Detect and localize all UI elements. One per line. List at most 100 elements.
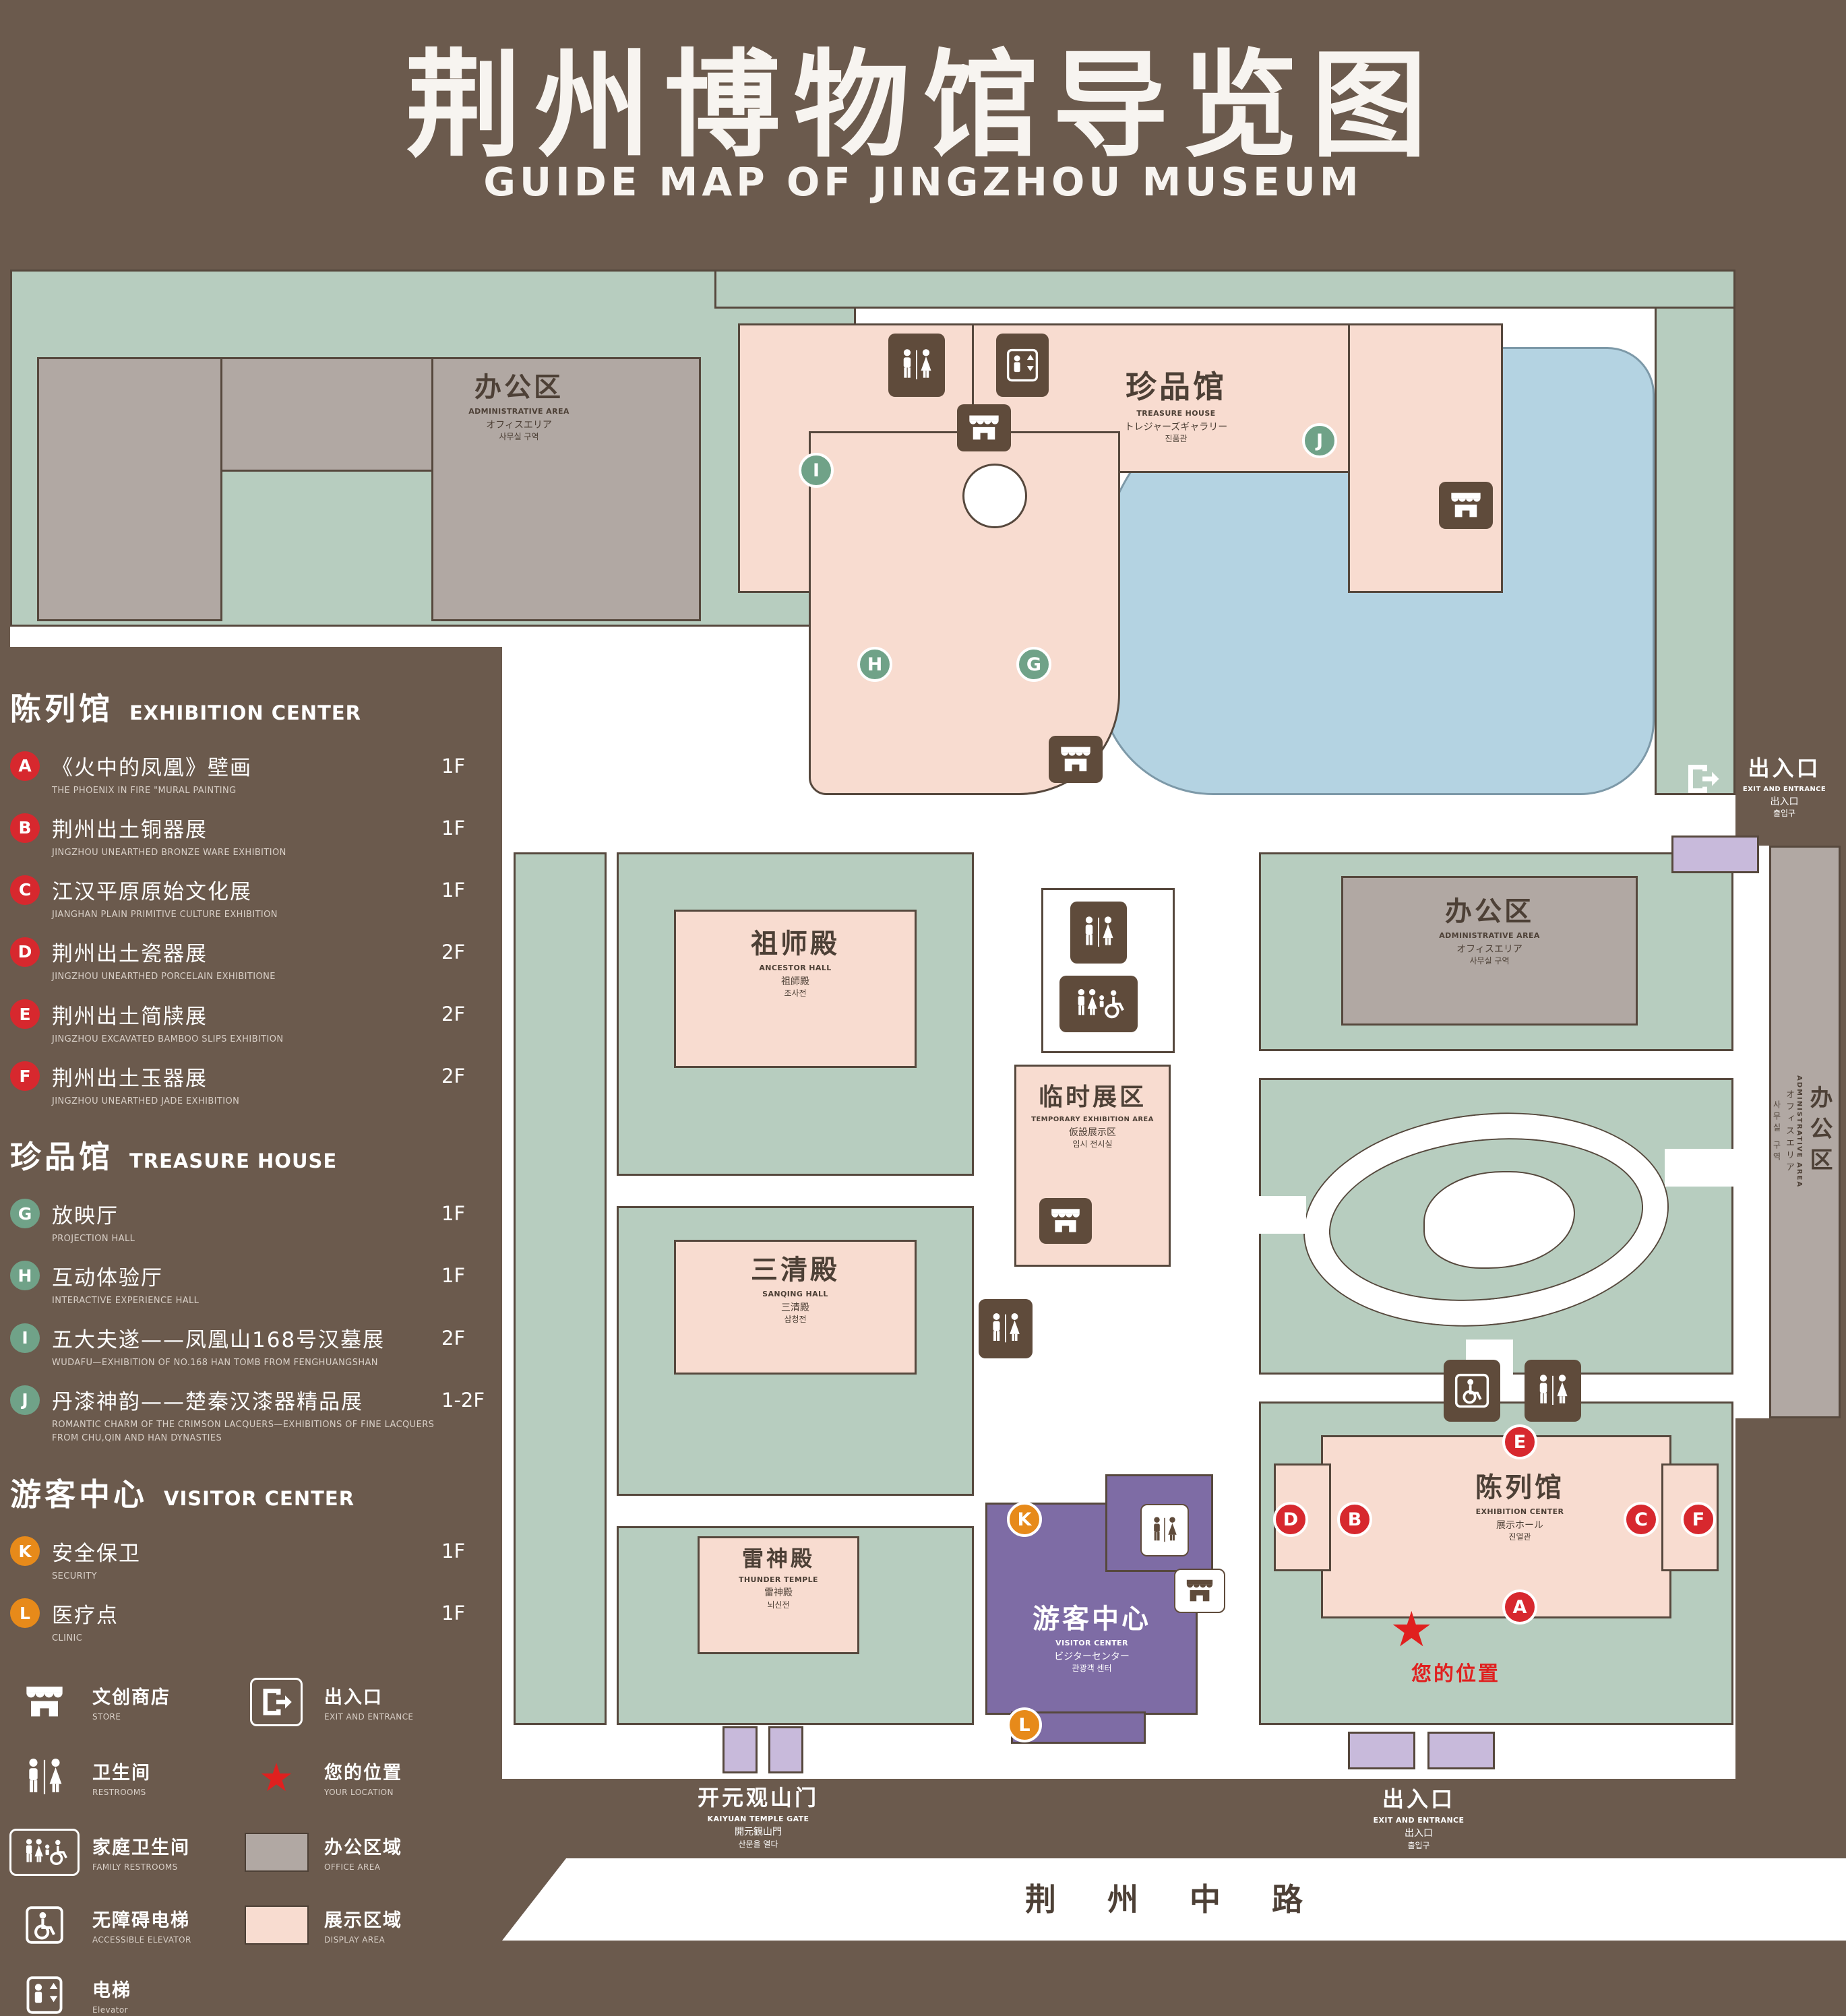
exit-right-label-cn: 出入口: [1748, 755, 1821, 781]
visitor-center-label-en: VISITOR CENTER: [1055, 1639, 1128, 1647]
lawn-right-column: [1655, 307, 1735, 795]
exit-icon: [242, 1677, 311, 1726]
item-j-subtitle: ROMANTIC CHARM OF THE CRIMSON LACQUERS—E…: [52, 1420, 435, 1444]
display-area-swatch: [242, 1905, 311, 1945]
legend-office-cn: 办公区域: [324, 1837, 402, 1858]
item-j-floor: 1-2F: [441, 1388, 485, 1412]
central-restroom-icon: [1070, 902, 1127, 964]
item-i-title: 五大夫遂——凤凰山168号汉墓展: [52, 1328, 386, 1353]
ancestor-hall-label: 祖师殿 ANCESTOR HALL 祖師殿 조사전: [687, 928, 903, 999]
guide-map-page: { "header": { "title_cn": "荆州博物馆导览图", "t…: [9, 38, 1846, 2015]
visitor-center-label: 游客中心 VISITOR CENTER ビジターセンター 관광객 센터: [997, 1604, 1186, 1674]
legend-family-restroom: 家庭卫生间 FAMILY RESTROOMS: [9, 1828, 234, 1876]
legend-store-cn: 文创商店: [92, 1687, 171, 1708]
sanqing-hall-label-cn: 三清殿: [751, 1255, 840, 1286]
admin-right-label-cn: 办公区: [1445, 896, 1534, 927]
gate-kaiyuan-east: [768, 1726, 803, 1773]
gate-bottom-exit-east: [1427, 1732, 1495, 1769]
item-i-floor: 2F: [441, 1326, 466, 1350]
map-marker-c: C: [1624, 1502, 1659, 1537]
page-title: 荆州博物馆导览图: [405, 38, 1441, 173]
map-marker-i: I: [799, 453, 834, 488]
list-item-a: A 《火中的凤凰》壁画 1F THE PHOENIX IN FIRE "MURA…: [10, 751, 503, 798]
admin-right-label-jp: オフィスエリア: [1456, 943, 1522, 955]
item-g-subtitle: PROJECTION HALL: [52, 1233, 135, 1244]
family-restroom-icon: [9, 1828, 80, 1876]
item-e-marker: E: [10, 999, 40, 1030]
list-item-f: F 荆州出土玉器展 2F JINGZHOU UNEARTHED JADE EXH…: [10, 1061, 503, 1108]
admin-far-right-label-jp: オフィスエリア: [1784, 1090, 1794, 1174]
legend-grid: 文创商店 STORE 出入口 EXIT AND ENTRANCE 卫生间 RES…: [9, 1677, 503, 2016]
temporary-exhibition-label-kr: 임시 전시실: [1072, 1139, 1113, 1149]
item-l-title: 医疗点: [52, 1603, 119, 1628]
legend-display-area: 展示区域 DISPLAY AREA: [242, 1904, 503, 1946]
legend-exit: 出入口 EXIT AND ENTRANCE: [242, 1677, 503, 1726]
legend-sidebar: 陈列馆 EXHIBITION CENTER A 《火中的凤凰》壁画 1F THE…: [9, 660, 503, 2016]
treasure-restroom-icon: [888, 334, 945, 397]
map-marker-g: G: [1016, 647, 1051, 682]
item-l-marker: L: [10, 1598, 40, 1629]
treasure-house-round-plaza: [962, 464, 1027, 528]
map-marker-b: B: [1337, 1502, 1372, 1537]
item-k-subtitle: SECURITY: [52, 1571, 98, 1581]
elevator-icon: [10, 1974, 79, 2016]
legend-exit-en: EXIT AND ENTRANCE: [324, 1711, 414, 1722]
legend-elevator: 电梯 Elevator: [10, 1974, 234, 2016]
item-d-floor: 2F: [441, 940, 466, 964]
item-g-marker: G: [10, 1199, 40, 1229]
legend-location-cn: 您的位置: [324, 1762, 402, 1784]
restroom-icon: [10, 1755, 79, 1800]
temporary-store-icon: [1039, 1198, 1092, 1244]
lawn-left-strip: [514, 852, 607, 1725]
gate-right-exit: [1671, 836, 1759, 873]
item-e-floor: 2F: [441, 1003, 466, 1026]
legend-office-en: OFFICE AREA: [324, 1862, 381, 1872]
treasure-house-label-en: TREASURE HOUSE: [1136, 408, 1216, 418]
item-h-subtitle: INTERACTIVE EXPERIENCE HALL: [52, 1295, 199, 1306]
your-location-label-text: 您的位置: [1411, 1662, 1500, 1686]
item-e-subtitle: JINGZHOU EXCAVATED BAMBOO SLIPS EXHIBITI…: [52, 1034, 284, 1044]
legend-family-en: FAMILY RESTROOMS: [92, 1862, 178, 1872]
thunder-temple-label-jp: 雷神殿: [764, 1587, 793, 1599]
garden-path-west: [1259, 1196, 1306, 1234]
item-c-floor: 1F: [441, 878, 466, 902]
item-b-subtitle: JINGZHOU UNEARTHED BRONZE WARE EXHIBITIO…: [52, 848, 286, 858]
lawn-top-band: [714, 270, 1735, 309]
exhibition-center-building: [1321, 1435, 1671, 1618]
list-item-b: B 荆州出土铜器展 1F JINGZHOU UNEARTHED BRONZE W…: [10, 813, 503, 860]
map-marker-d: D: [1273, 1502, 1308, 1537]
admin-far-right-label: 办公区 ADMINISTRATIVE AREA オフィスエリア 사무실 구역: [1772, 876, 1836, 1388]
visitor-center-label-kr: 관광객 센터: [1072, 1663, 1112, 1673]
list-item-d: D 荆州出土瓷器展 2F JINGZHOU UNEARTHED PORCELAI…: [10, 937, 503, 984]
admin-left-label-cn: 办公区: [474, 372, 563, 403]
section-heading-exhibition-cn: 陈列馆: [10, 691, 113, 727]
item-c-marker: C: [10, 875, 40, 905]
legend-elevator-cn: 电梯: [92, 1980, 131, 2001]
map-marker-l: L: [1007, 1707, 1042, 1742]
visitor-store-icon: [1174, 1569, 1225, 1613]
admin-far-right-label-en: ADMINISTRATIVE AREA: [1795, 1075, 1803, 1189]
sanqing-hall-building: [674, 1240, 917, 1375]
admin-left-label-kr: 사무실 구역: [499, 431, 539, 441]
item-j-title: 丹漆神韵——楚秦汉漆器精品展: [52, 1390, 363, 1415]
map-marker-f: F: [1681, 1502, 1716, 1537]
map-marker-e: E: [1502, 1424, 1537, 1459]
item-h-floor: 1F: [441, 1264, 466, 1288]
item-d-title: 荆州出土瓷器展: [52, 942, 208, 967]
treasure-house-east-wing: [1348, 323, 1503, 593]
temporary-exhibition-label-jp: 仮設展示区: [1069, 1127, 1116, 1138]
temporary-exhibition-label-en: TEMPORARY EXHIBITION AREA: [1031, 1116, 1154, 1124]
thunder-temple-label-kr: 뇌신전: [767, 1600, 790, 1610]
item-j-marker: J: [10, 1385, 40, 1415]
item-b-marker: B: [10, 813, 40, 843]
legend-office-area: 办公区域 OFFICE AREA: [242, 1829, 503, 1876]
legend-store: 文创商店 STORE: [10, 1678, 234, 1726]
item-b-title: 荆州出土铜器展: [52, 818, 208, 843]
road-name: 荆 州 中 路: [1024, 1881, 1324, 1918]
legend-accessible-elevator: 无障碍电梯 ACCESSIBLE ELEVATOR: [10, 1904, 234, 1946]
ancestor-hall-label-jp: 祖師殿: [781, 976, 809, 987]
office-area-swatch: [242, 1832, 311, 1872]
item-h-marker: H: [10, 1261, 40, 1291]
treasure-house-label: 珍品馆 TREASURE HOUSE トレジャーズギャラリー 진품관: [1041, 369, 1311, 443]
your-location-star-icon: ★: [1390, 1601, 1434, 1658]
